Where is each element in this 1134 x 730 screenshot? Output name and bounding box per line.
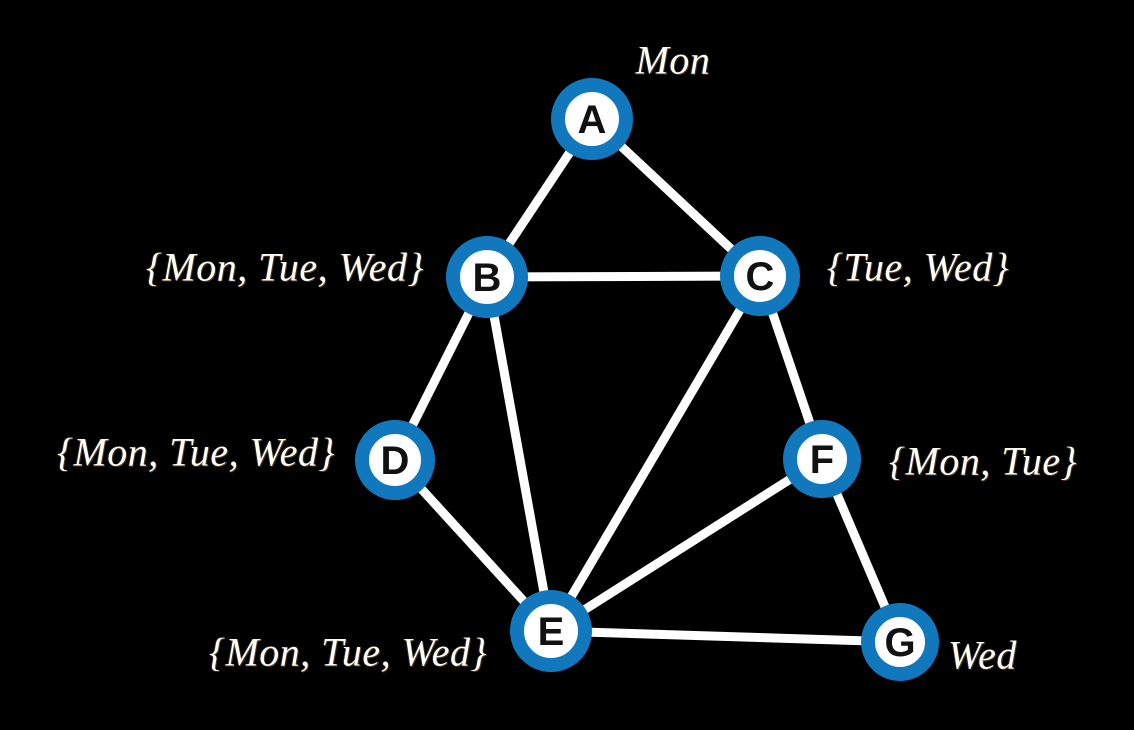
domain-label-f: {Mon, Tue} (889, 438, 1078, 484)
node-circle-e (510, 590, 592, 672)
graph-edge-c-e (546, 271, 765, 636)
node-letter-d: D (381, 439, 410, 483)
node-circle-f (783, 420, 861, 498)
node-letter-e: E (538, 610, 565, 654)
graph-node-g[interactable]: G (861, 603, 939, 681)
graph-node-e[interactable]: E (510, 590, 592, 672)
graph-edge-b-e (482, 272, 556, 636)
domain-label-d: {Mon, Tue, Wed} (56, 429, 335, 475)
domain-label-c: {Tue, Wed} (827, 244, 1010, 290)
graph-edge-b-c (482, 271, 765, 282)
edges-group (390, 114, 905, 647)
nodes-group: A B C D E F G (355, 78, 939, 681)
node-circle-c (720, 236, 800, 316)
graph-edge-e-g (546, 626, 905, 647)
graph-node-f[interactable]: F (783, 420, 861, 498)
domain-label-b: {Mon, Tue, Wed} (145, 244, 424, 290)
graph-node-d[interactable]: D (355, 420, 435, 500)
graph-node-c[interactable]: C (720, 236, 800, 316)
node-letter-a: A (578, 98, 607, 142)
graph-node-b[interactable]: B (446, 236, 528, 318)
node-circle-a (551, 78, 633, 160)
node-letter-c: C (746, 255, 775, 299)
node-circle-b (446, 236, 528, 318)
node-circle-d (355, 420, 435, 500)
node-letter-g: G (884, 621, 915, 665)
domain-label-e: {Mon, Tue, Wed} (208, 629, 487, 675)
domain-label-a: Mon (635, 37, 711, 83)
node-letter-b: B (473, 256, 502, 300)
node-circle-g (861, 603, 939, 681)
graph-node-a[interactable]: A (551, 78, 633, 160)
node-letter-f: F (810, 438, 834, 482)
graph-edge-e-f (546, 454, 827, 636)
domain-label-g: Wed (948, 632, 1017, 678)
